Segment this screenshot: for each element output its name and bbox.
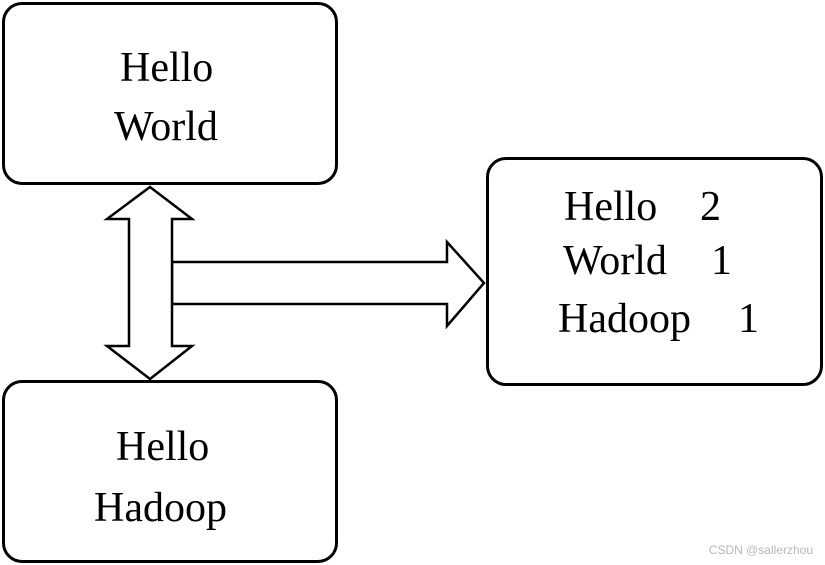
- input-1-line-1: Hello: [120, 45, 214, 91]
- watermark: CSDN @sallerzhou: [708, 543, 813, 557]
- output-count-1: 2: [700, 184, 721, 230]
- right-arrow: [170, 238, 486, 330]
- input-2-line-2: Hadoop: [94, 485, 227, 531]
- input-box-hello-hadoop: [2, 380, 338, 563]
- output-word-3: Hadoop: [558, 296, 691, 342]
- input-2-line-1: Hello: [116, 424, 210, 470]
- double-vertical-arrow: [103, 185, 196, 381]
- output-count-3: 1: [738, 296, 759, 342]
- output-count-2: 1: [711, 238, 732, 284]
- input-1-line-2: World: [114, 104, 218, 150]
- input-box-hello-world: [2, 2, 338, 185]
- output-word-2: World: [563, 238, 667, 284]
- output-box-word-counts: [486, 157, 823, 386]
- output-word-1: Hello: [564, 184, 658, 230]
